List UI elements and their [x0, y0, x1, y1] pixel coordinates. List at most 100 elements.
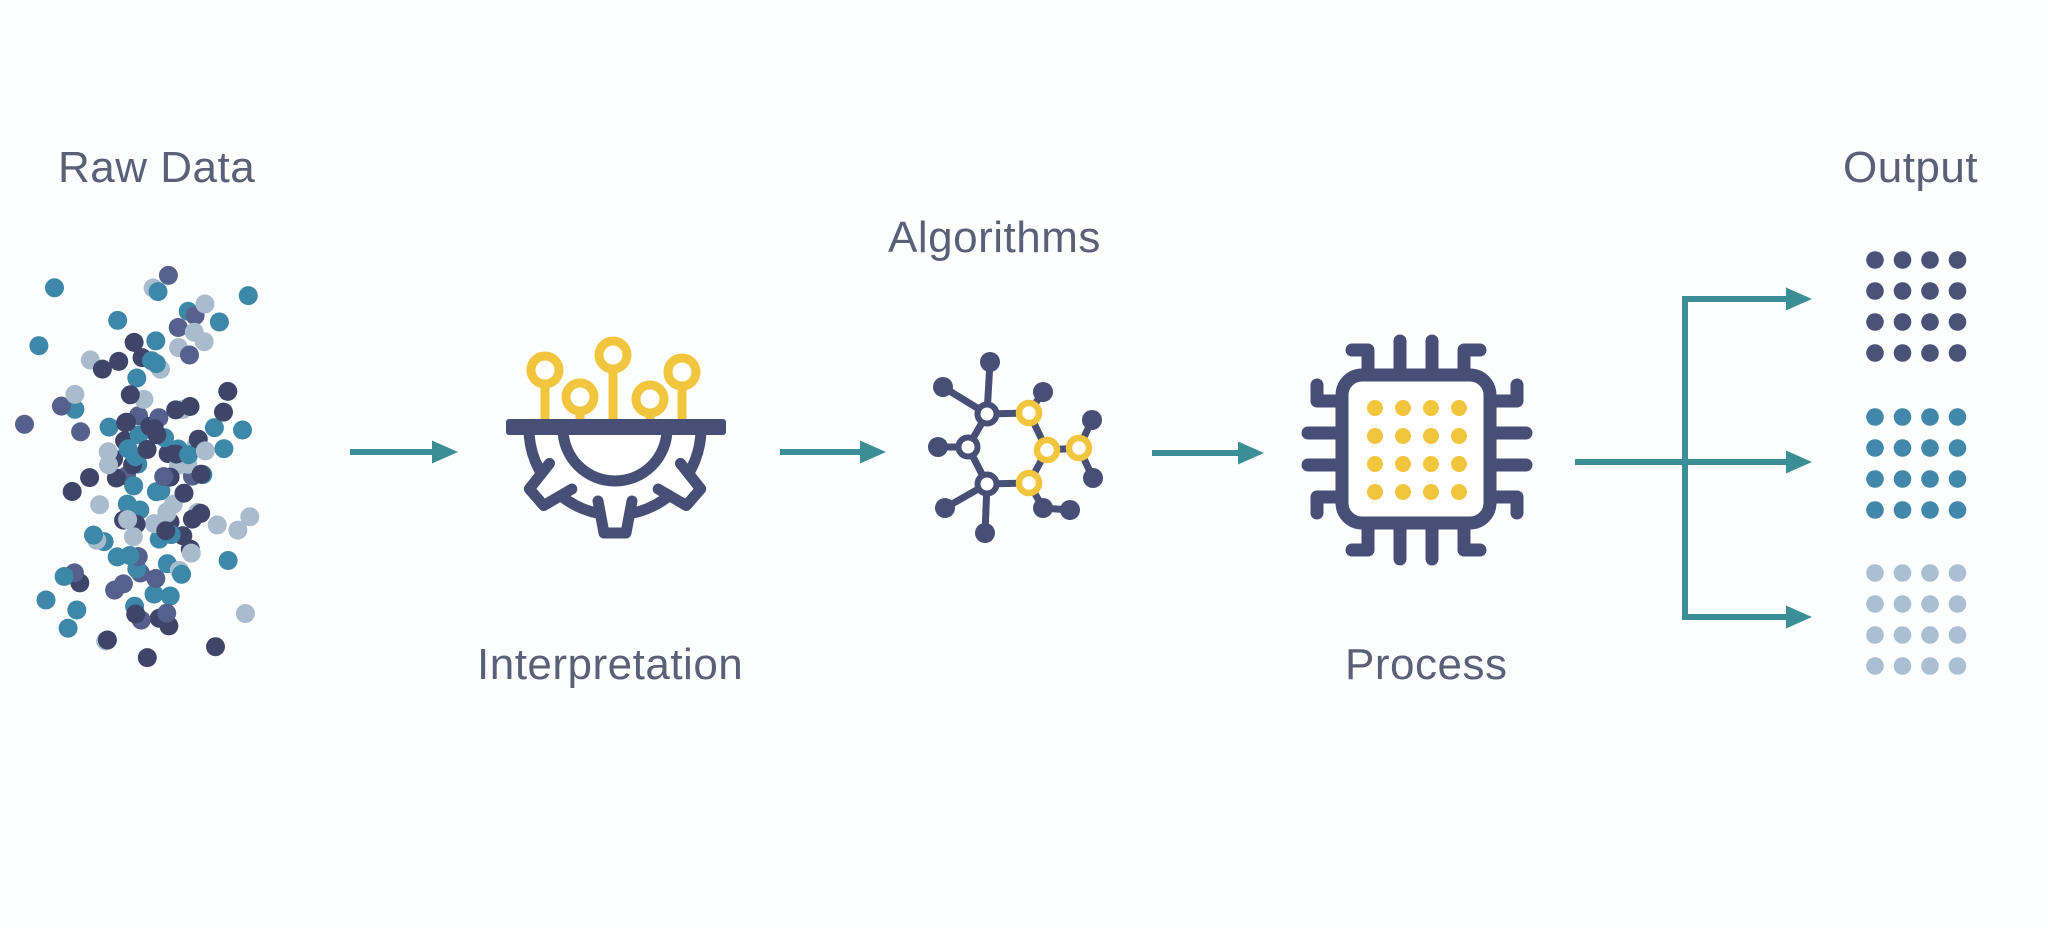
output-dot: [1893, 564, 1912, 582]
scatter-dot: [154, 467, 174, 487]
chip-core-dot: [1423, 400, 1439, 416]
process-cpu-chip-icon: [1301, 334, 1533, 566]
arrowhead: [1786, 605, 1812, 629]
output-dot: [1893, 626, 1912, 644]
output-dot: [1921, 564, 1939, 582]
output-dot: [1921, 313, 1939, 331]
output-dot: [1893, 408, 1912, 426]
scatter-dot: [127, 368, 147, 388]
scatter-dot: [45, 278, 64, 298]
chip-core-dot: [1451, 456, 1467, 472]
output-dot: [1948, 251, 1967, 269]
output-dot: [1948, 501, 1967, 519]
interpretation-label: Interpretation: [477, 640, 744, 689]
output-dot: [1893, 470, 1912, 488]
scatter-dot: [180, 397, 200, 416]
output-dot: [1921, 408, 1939, 426]
output-dot: [1866, 313, 1884, 331]
scatter-dot: [156, 521, 176, 541]
scatter-dot: [209, 312, 229, 332]
output-dot: [1893, 439, 1912, 457]
chip-core-dot: [1451, 400, 1467, 416]
scatter-dot: [29, 336, 49, 356]
scatter-dot: [109, 351, 129, 371]
scatter-dot: [65, 384, 85, 404]
output-dot: [1893, 344, 1912, 362]
scatter-dot: [158, 265, 178, 285]
scatter-dot: [240, 507, 260, 527]
scatter-dot: [80, 468, 100, 488]
scatter-dot: [168, 318, 188, 337]
scatter-dot: [15, 414, 34, 434]
chip-core-dot: [1395, 456, 1411, 472]
chip-core-dot: [1451, 484, 1467, 500]
raw-data-label: Raw Data: [58, 143, 256, 192]
scatter-dot: [204, 418, 224, 438]
output-dot: [1893, 313, 1912, 331]
interpretation-gear-circuit-icon: [506, 336, 726, 539]
scatter-dot: [90, 495, 110, 515]
molecule-ring-atoms: [955, 399, 1093, 497]
scatter-dot: [218, 551, 238, 570]
scatter-dot: [195, 294, 215, 314]
arrowhead: [1786, 450, 1812, 474]
arrowhead: [1786, 287, 1812, 311]
scatter-dot: [99, 455, 118, 475]
scatter-dot: [137, 440, 157, 459]
scatter-dot: [108, 310, 128, 330]
output-dot: [1866, 344, 1884, 362]
chip-body: [1335, 368, 1497, 530]
chip-core-dot: [1395, 428, 1411, 444]
chip-core-dot: [1367, 400, 1383, 416]
chip-core-dot: [1423, 428, 1439, 444]
scatter-dot: [206, 637, 225, 657]
output-dot: [1948, 470, 1967, 488]
scatter-dot: [195, 441, 215, 461]
output-dot: [1866, 501, 1884, 519]
scatter-dot: [214, 439, 234, 459]
arrow-process-to-output-middle: [1575, 450, 1812, 474]
scatter-dot: [144, 584, 164, 604]
output-dot: [1948, 344, 1967, 362]
output-dot: [1948, 439, 1967, 457]
output-dot: [1921, 595, 1939, 613]
output-dot: [1866, 564, 1884, 582]
output-dot: [1921, 439, 1939, 457]
output-dot: [1948, 313, 1967, 331]
output-dot: [1866, 408, 1884, 426]
scatter-dot: [142, 351, 161, 371]
scatter-dot: [67, 600, 87, 620]
scatter-dot: [124, 476, 144, 496]
output-dot: [1948, 282, 1967, 300]
scatter-dot: [228, 520, 248, 540]
scatter-dot: [218, 381, 238, 401]
scatter-dot: [147, 425, 167, 445]
scatter-dot: [180, 345, 199, 365]
molecule-solid-atoms: [928, 352, 1103, 543]
output-label: Output: [1843, 143, 1979, 192]
scatter-dot: [116, 413, 136, 433]
output-dot: [1866, 657, 1884, 675]
scatter-dot: [160, 586, 180, 606]
scatter-dot: [148, 282, 168, 302]
scatter-dot: [84, 525, 103, 545]
output-dot: [1866, 439, 1884, 457]
scatter-dot: [118, 510, 138, 530]
output-dot: [1893, 501, 1912, 519]
scatter-dot: [194, 332, 214, 352]
output-dot: [1921, 657, 1939, 675]
scatter-dot: [92, 359, 112, 379]
scatter-dot: [151, 481, 171, 501]
scatter-dot: [235, 604, 255, 623]
chip-core-dot: [1423, 456, 1439, 472]
scatter-dot: [54, 567, 74, 586]
process-label: Process: [1345, 640, 1508, 689]
scatter-dot: [120, 385, 140, 405]
scatter-dot: [124, 332, 144, 352]
output-grid-bottom: [1866, 564, 1967, 675]
output-grid-top: [1866, 251, 1967, 362]
chip-core-dots: [1367, 400, 1467, 500]
output-grid-middle: [1866, 408, 1967, 519]
arrowhead: [860, 440, 886, 464]
